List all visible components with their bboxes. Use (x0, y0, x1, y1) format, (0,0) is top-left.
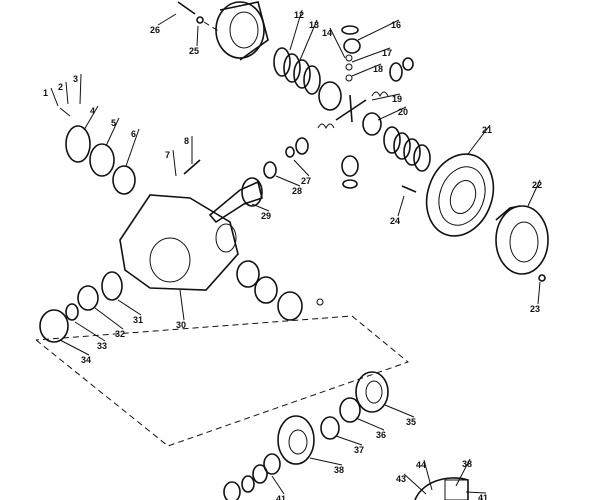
leader-line (74, 321, 106, 342)
callout-36: 36 (376, 430, 386, 440)
clutch-plates (273, 47, 342, 111)
leader-line (94, 307, 124, 330)
cross-shaft (317, 91, 389, 130)
callout-16: 16 (391, 20, 401, 30)
leader-line (371, 93, 401, 101)
leader-line (351, 63, 382, 77)
leader-line (527, 179, 541, 207)
side-bearings (39, 271, 123, 343)
pinion-gears (285, 112, 382, 189)
bolt-8 (183, 159, 201, 175)
leader-line (355, 417, 385, 431)
callout-31: 31 (133, 315, 143, 325)
callout-14: 14 (322, 28, 332, 38)
callout-8: 8 (184, 136, 189, 146)
ring-gear (425, 153, 495, 237)
drive-pinion (208, 161, 277, 224)
callout-4: 4 (90, 106, 95, 116)
leader-line (403, 473, 427, 495)
callout-34: 34 (81, 355, 91, 365)
callout-44: 44 (416, 460, 426, 470)
callout-19: 19 (392, 94, 402, 104)
leader-line (293, 159, 310, 177)
bolt-24 (401, 185, 417, 193)
callout-38: 38 (462, 459, 472, 469)
leader-line (196, 25, 199, 47)
callout-17: 17 (382, 48, 392, 58)
leader-line (50, 87, 59, 107)
callout-20: 20 (398, 107, 408, 117)
bolt-26 (177, 1, 196, 15)
callout-33: 33 (97, 341, 107, 351)
callout-29: 29 (261, 211, 271, 221)
callout-1: 1 (43, 88, 48, 98)
leader-line (289, 9, 303, 51)
callout-41: 41 (276, 494, 286, 500)
callout-22: 22 (532, 180, 542, 190)
leader-line (377, 106, 407, 121)
callout-28: 28 (292, 186, 302, 196)
left-bearings (59, 107, 136, 195)
dashed-guide-line (35, 315, 410, 447)
leader-line (455, 458, 471, 487)
leader-line (357, 19, 400, 41)
leader-line (309, 457, 343, 466)
clutch-pack-right (383, 126, 431, 172)
leader-line (537, 281, 541, 305)
washer-25 (196, 16, 221, 33)
leader-line (59, 339, 90, 356)
callout-38: 38 (334, 465, 344, 475)
leader-line (79, 73, 82, 105)
leader-line (172, 149, 177, 177)
leader-line (83, 105, 99, 131)
callout-13: 13 (309, 20, 319, 30)
callout-43: 43 (396, 474, 406, 484)
leader-line (351, 47, 391, 63)
leader-line (299, 19, 318, 61)
leader-line (384, 404, 415, 418)
leader-line (335, 435, 363, 446)
leader-line (125, 128, 140, 167)
leader-line (105, 117, 120, 147)
callout-2: 2 (58, 82, 63, 92)
callout-25: 25 (189, 46, 199, 56)
callout-12: 12 (294, 10, 304, 20)
leader-line (117, 299, 142, 316)
section-detail (414, 477, 469, 500)
leader-line (179, 289, 185, 321)
side-gears (341, 25, 414, 82)
leader-line (423, 459, 433, 491)
leader-line (467, 124, 491, 155)
callout-37: 37 (354, 445, 364, 455)
leader-line (251, 203, 270, 212)
callout-3: 3 (73, 74, 78, 84)
callout-26: 26 (150, 25, 160, 35)
callout-21: 21 (482, 125, 492, 135)
leader-line (271, 475, 285, 495)
callout-27: 27 (301, 176, 311, 186)
callout-35: 35 (406, 417, 416, 427)
callout-30: 30 (176, 320, 186, 330)
callout-23: 23 (530, 304, 540, 314)
callout-5: 5 (111, 118, 116, 128)
differential-case (495, 205, 549, 282)
callout-41: 41 (478, 493, 488, 500)
carrier-cover (215, 1, 269, 61)
callout-32: 32 (115, 329, 125, 339)
pinion-bearings (236, 260, 324, 321)
callout-7: 7 (165, 150, 170, 160)
callout-6: 6 (131, 129, 136, 139)
callout-18: 18 (373, 64, 383, 74)
axle-flange (223, 371, 389, 500)
leader-line (329, 27, 346, 59)
leader-line (157, 13, 177, 26)
leader-line (465, 491, 487, 494)
axle-housing (119, 194, 239, 291)
leader-line (397, 195, 405, 217)
leader-line (275, 175, 301, 187)
callout-24: 24 (390, 216, 400, 226)
leader-line (65, 81, 69, 105)
